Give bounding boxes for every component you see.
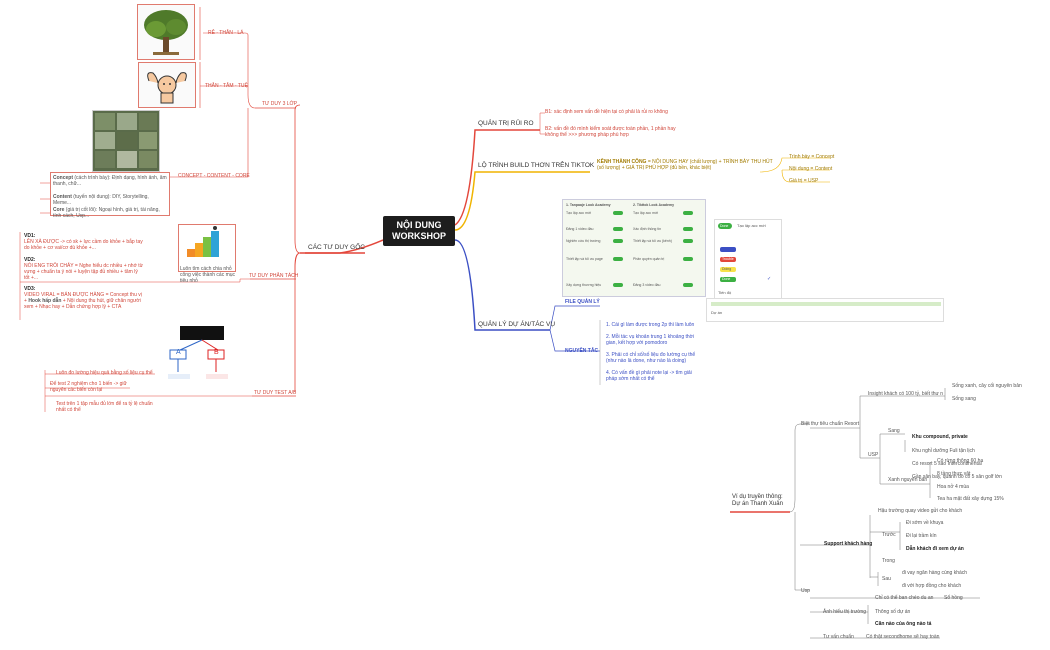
tien-do: Tiến độ (718, 290, 732, 295)
node-re-than-la[interactable]: RỄ - THÂN - LÁ (208, 30, 244, 36)
sang[interactable]: Sang (888, 428, 900, 434)
sau-1: đi vay ngân hàng cùng khách (902, 570, 968, 576)
insight-1: Sống xanh, cây cối nguyên bản (952, 383, 1022, 389)
trinh-bay: Trình bày = Concept (789, 154, 835, 160)
sang-4: Gần sân bay, quanh đó có 5 sân golf lớn (912, 474, 1002, 480)
content-label: Content (53, 194, 72, 200)
rui-ro-b1: B1: xác định xem vấn đề hiện tại có phải… (545, 109, 668, 115)
sang-1: Khu compound, private (912, 434, 968, 440)
sau[interactable]: Sau (882, 576, 891, 582)
xanh-4: Tea ha mặt đất xây dựng 15% (937, 496, 1004, 502)
check-icon: ✓ (767, 276, 772, 282)
crowd-icon (168, 326, 228, 379)
ab-note-1: Luôn đo lường hiệu quả bằng số liệu cụ t… (56, 370, 153, 376)
file-quan-ly[interactable]: FILE QUẢN LÝ (565, 299, 600, 305)
example-title[interactable]: Ví dụ truyền thông: Dự án Thanh Xuân (732, 494, 783, 507)
vd3: VD3: VIDEO VIRAL = BÁN ĐƯỢC HÀNG = Conce… (24, 286, 142, 310)
noi-dung: Nội dung = Content (789, 166, 833, 172)
core-label: Core (53, 207, 65, 213)
stairs-image (178, 224, 236, 272)
variant-a: A (176, 349, 181, 356)
truoc[interactable]: Trước (882, 532, 896, 538)
branch-tu-duy-phan-tach[interactable]: TƯ DUY PHÂN TÁCH (249, 273, 299, 279)
vd1: VD1: LÊN XÀ ĐƯỢC -> có sk + lực cầm do k… (24, 233, 143, 251)
branch-quan-ly-du-an[interactable]: QUẢN LÝ DỰ ÁN/TÁC VỤ (478, 321, 556, 328)
ab-note-3: Test trên 1 tập mẫu đủ lớn để ra tỷ lệ c… (56, 401, 153, 413)
biet-thu[interactable]: Biệt thự tiêu chuẩn Resort (801, 421, 860, 427)
can-nao: Căn nào của ông nào tá (875, 621, 932, 627)
status-dropdown[interactable]: Done Tạo lập acc mới Trouble Doing Done … (714, 219, 782, 299)
ab-note-2: Để test 2 nghiệm cho 1 biến -> giữ nguyê… (50, 381, 127, 393)
sau-2: đi với hợp đồng cho khách (902, 583, 962, 589)
branch-lo-trinh[interactable]: LỘ TRÌNH BUILD THƠN TRÊN TIKTOK (478, 162, 595, 169)
branch-quan-tri-rui-ro[interactable]: QUẢN TRỊ RỦI RO (478, 120, 534, 127)
nguyen-tac-3: 3. Phải có chỉ số/số liệu đo lường cụ th… (606, 352, 696, 364)
hau-truong: Hậu trường quay video gửi cho khách (878, 508, 963, 514)
insight[interactable]: Insight khách có 100 tỷ, biết thư n (868, 391, 944, 397)
strong-person-image (138, 62, 196, 108)
usp[interactable]: USP (868, 452, 879, 458)
branch-tu-duy-3-lop[interactable]: TƯ DUY 3 LỚP (262, 101, 298, 107)
anh-hieu[interactable]: Ảnh hiểu thị trường (823, 609, 867, 615)
muscle-icon (147, 72, 187, 104)
chi-co: Chỉ có thể ban chéo du an (875, 595, 934, 601)
core-def: (giá trị cốt lõi): Ngoại hình, giá trị, … (53, 207, 160, 219)
xanh-3: Hoa nở 4 mùa (937, 484, 969, 490)
truoc-2: Đi lại trầm kín (906, 533, 937, 539)
co-that: Có thật secondhome sẽ hay toàn (866, 634, 940, 640)
concept-definitions: Concept (cách trình bày): Định dạng, hìn… (50, 172, 170, 219)
variant-b: B (214, 349, 219, 356)
nguyen-tac[interactable]: NGUYÊN TẮC (565, 348, 599, 354)
central-topic[interactable]: NỘI DUNG WORKSHOP (383, 216, 455, 246)
xanh[interactable]: Xanh nguyên bản (888, 477, 928, 483)
kenh-thanh-cong: KÊNH THÀNH CÔNG = NỘI DUNG HAY (chất lượ… (597, 159, 773, 171)
node-concept-content-core[interactable]: CONCEPT - CONTENT - CORE (178, 173, 250, 179)
sang-2: Khu nghỉ dưỡng Fuli tận lịch (912, 448, 975, 454)
tree-icon (144, 10, 188, 55)
content-def: (tuyến nội dung): DIY, Storytelling, Mem… (53, 194, 149, 206)
concept-label: Concept (53, 175, 73, 181)
truoc-3: Dẫn khách đi xem dự án (906, 546, 964, 552)
nguyen-tac-2: 2. Mỗi tác vụ khoản trung 1 khoảng thời … (606, 334, 695, 346)
branch-tu-duy-test-ab[interactable]: TƯ DUY TEST A/B (254, 390, 297, 396)
branch-tu-duy-goc[interactable]: CÁC TƯ DUY GỐC (308, 244, 365, 251)
tree-image (137, 4, 195, 60)
xanh-2: 8 tầng thực vật (937, 471, 971, 477)
truoc-1: Đi sớm về khuya (906, 520, 944, 526)
sang-3: Có resort 5 sao Intercontinental (912, 461, 982, 467)
so-hong: Sổ hồng (944, 595, 963, 601)
management-sheet: 1. Tanpaaje Look Academy 2. Tikttok Look… (562, 199, 706, 297)
nguyen-tac-1: 1. Cái gì làm được trong 2p thì làm luôn (606, 322, 695, 328)
tu-van[interactable]: Tư vấn chuẩn (823, 634, 854, 640)
vd2: VD2: NÓI ENG TRÔI CHẢY = Nghe hiểu dc nh… (24, 257, 143, 281)
phan-tach-note: Luôn tìm cách chia nhỏ công việc thành c… (180, 266, 236, 284)
gia-tri: Giá trị = USP (789, 178, 819, 184)
dropdown-input[interactable]: Tạo lập acc mới (737, 223, 766, 228)
insight-2: Sống sang (952, 396, 976, 402)
workshop-photos (92, 110, 160, 172)
ab-test-image: A B (160, 322, 244, 394)
rui-ro-b2: B2: vấn đề đó mình kiểm soát được toàn p… (545, 126, 676, 138)
trong[interactable]: Trong (882, 558, 895, 564)
usp-2[interactable]: Usp (801, 588, 810, 594)
support[interactable]: Support khách hàng (824, 541, 873, 547)
nguyen-tac-4: 4. Có vấn đề gì phải note lại -> tìm giả… (606, 370, 692, 382)
thong-so: Thông số dự án (875, 609, 911, 615)
concept-def: (cách trình bày): Định dạng, hình ảnh, â… (53, 175, 167, 187)
du-an-row: Dự án (706, 298, 944, 322)
node-than-tam-tue[interactable]: THÂN - TÂM - TUỆ (205, 83, 248, 89)
xanh-1: Có rừng thông 60 ha (937, 458, 984, 464)
stairs-icon (187, 226, 219, 257)
